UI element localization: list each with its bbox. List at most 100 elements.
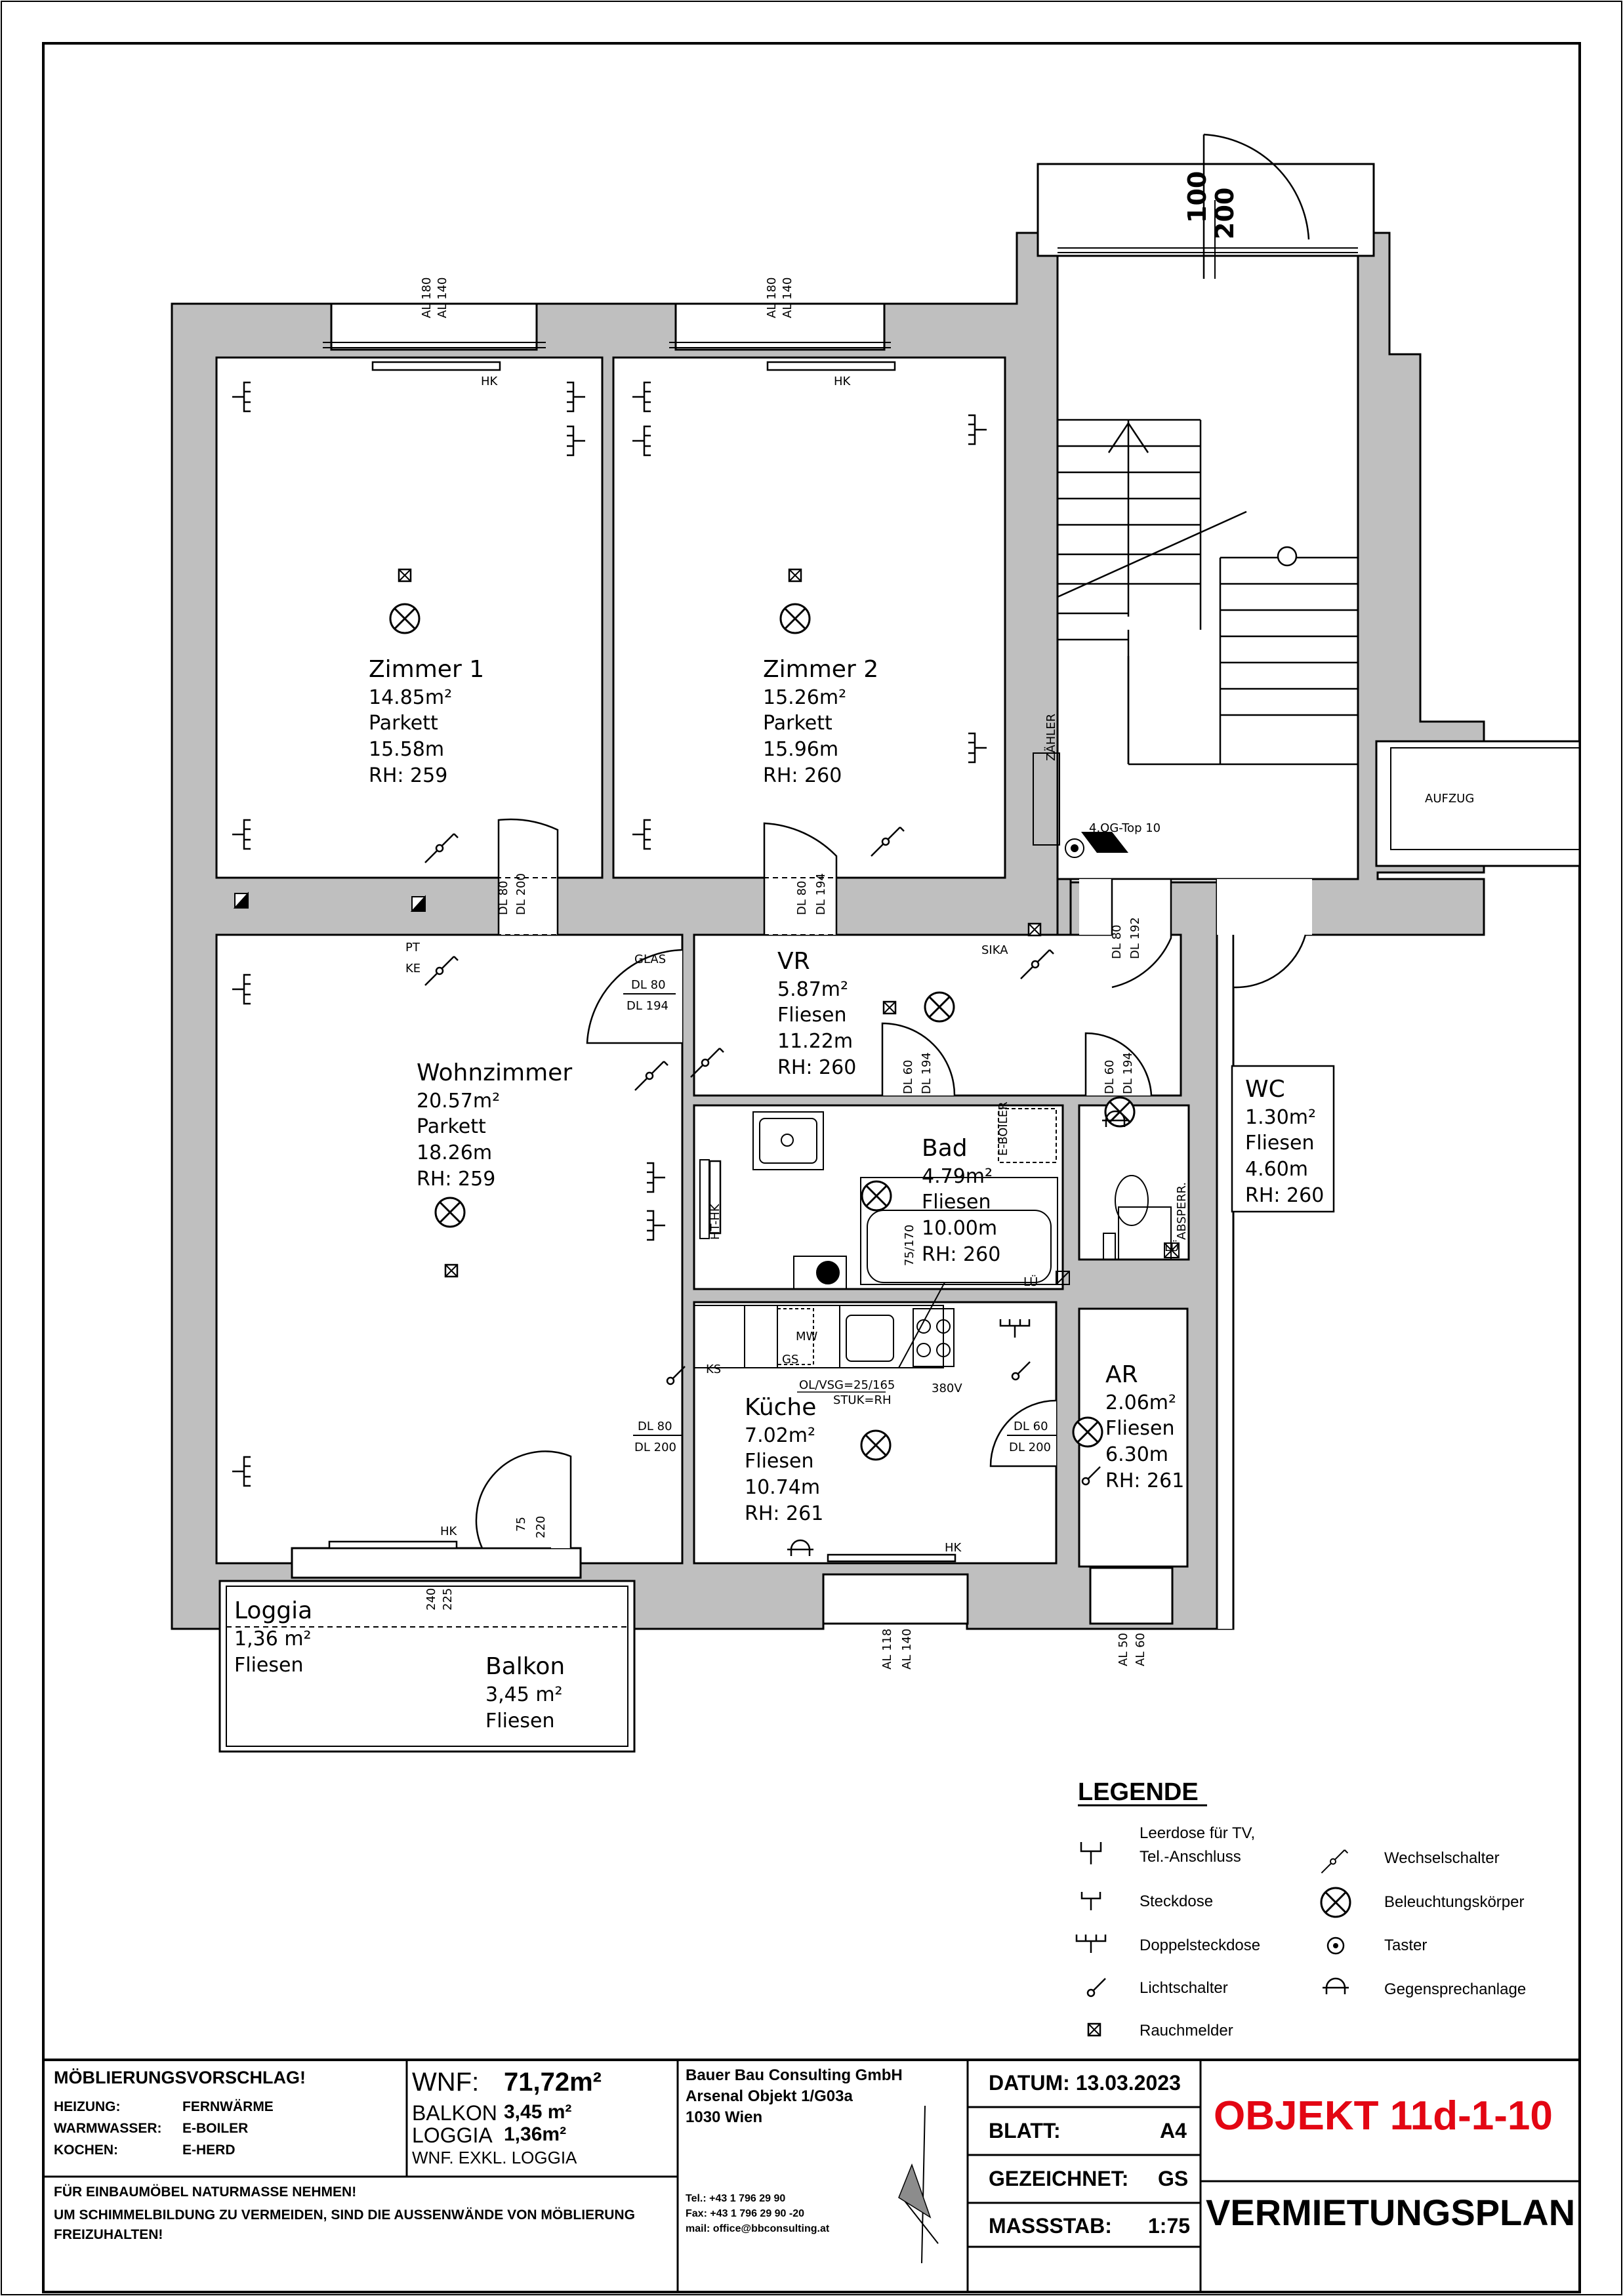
svg-text:DL 194: DL 194 [627,999,668,1013]
socket-icon [1080,1891,1101,1912]
room-balkon: Balkon 3,45 m² Fliesen [485,1653,565,1732]
mail: mail: office@bbconsulting.at [686,2223,830,2234]
svg-text:Fliesen: Fliesen [485,1710,554,1732]
svg-text:Fliesen: Fliesen [922,1191,991,1214]
svg-text:10.00m: 10.00m [922,1217,997,1240]
svg-text:STUK=RH: STUK=RH [833,1393,892,1407]
room-ar: AR 2.06m² Fliesen 6.30m RH: 261 [1105,1361,1184,1492]
svg-text:E-BOILER: E-BOILER [996,1101,1010,1156]
room-kueche: Küche 7.02m² Fliesen 10.74m RH: 261 [745,1394,823,1525]
balkon-value: 3,45 m² [504,2101,572,2123]
svg-text:RH: 259: RH: 259 [369,764,447,787]
warmwater-key: WARMWASSER: [54,2121,162,2136]
svg-text:KS: KS [706,1363,721,1376]
room-wc: WC 1.30m² Fliesen 4.60m RH: 260 [1231,1065,1335,1213]
svg-text:OL/VSG=25/165: OL/VSG=25/165 [799,1378,895,1392]
svg-text:Parkett: Parkett [417,1115,486,1138]
svg-text:Küche: Küche [745,1394,816,1421]
svg-text:KE: KE [405,962,421,975]
plan-type: VERMIETUNGSPLAN [1206,2192,1576,2233]
note-line3: FREIZUHALTEN! [54,2227,163,2242]
svg-text:20.57m²: 20.57m² [417,1090,500,1113]
svg-text:RH: 261: RH: 261 [745,1502,823,1525]
wnf-key: WNF: [412,2068,480,2097]
smoke-detector-icon [1087,2022,1101,2037]
city: 1030 Wien [686,2108,763,2126]
room-zimmer2: Zimmer 2 15.26m² Parkett 15.96m RH: 260 [763,656,878,787]
massstab-key: MASSSTAB: [989,2214,1112,2238]
tel: Tel.: +43 1 796 29 90 [686,2193,786,2204]
svg-text:Fliesen: Fliesen [777,1004,846,1027]
annotations: HK HK HK HK KS GS MW SIKA PT KE GLAS DL … [405,171,1474,1670]
gezeichnet-value: GS [1158,2167,1189,2190]
svg-text:AL 140: AL 140 [900,1629,914,1670]
title-block-grid [43,2059,1580,2292]
blatt-value: A4 [1160,2119,1187,2142]
blatt-key: BLATT: [989,2119,1061,2142]
note-line1: FÜR EINBAUMÖBEL NATURMASSE NEHMEN! [54,2184,357,2200]
push-button-icon [1326,1937,1345,1955]
svg-text:AL 118: AL 118 [880,1629,894,1670]
svg-text:Fliesen: Fliesen [1245,1132,1314,1155]
svg-text:18.26m: 18.26m [417,1141,492,1164]
note-line2: UM SCHIMMELBILDUNG ZU VERMEIDEN, SIND DI… [54,2207,635,2223]
svg-text:DL 80: DL 80 [631,978,666,992]
svg-text:2.06m²: 2.06m² [1105,1391,1176,1414]
svg-text:DL 194: DL 194 [920,1052,934,1094]
svg-text:AUFZUG: AUFZUG [1425,792,1474,806]
svg-text:HK: HK [440,1525,458,1538]
double-socket-icon [1075,1933,1107,1954]
svg-text:15.26m²: 15.26m² [763,686,846,709]
svg-text:ZÄHLER: ZÄHLER [1044,714,1058,761]
svg-text:GS: GS [782,1353,798,1366]
loggia-value: 1,36m² [504,2123,567,2145]
svg-text:Balkon: Balkon [485,1653,565,1680]
svg-text:75: 75 [514,1517,528,1532]
svg-text:GLAS: GLAS [634,953,666,966]
svg-text:4.60m: 4.60m [1245,1158,1308,1181]
svg-text:AR: AR [1105,1361,1138,1388]
svg-text:AL 60: AL 60 [1134,1633,1147,1666]
svg-text:HK: HK [945,1541,962,1555]
svg-text:7.02m²: 7.02m² [745,1424,815,1447]
svg-text:10.74m: 10.74m [745,1476,820,1499]
svg-text:Wohnzimmer: Wohnzimmer [417,1059,572,1086]
svg-text:240: 240 [424,1588,438,1610]
svg-text:Zimmer 2: Zimmer 2 [763,656,878,683]
svg-text:DL 60: DL 60 [1014,1420,1048,1433]
svg-text:15.96m: 15.96m [763,738,838,761]
light-fixture-icon [1320,1887,1351,1918]
balkon-key: BALKON [412,2101,497,2125]
svg-text:LÜ: LÜ [1164,1240,1179,1254]
svg-text:DL 80: DL 80 [1110,924,1124,959]
svg-text:Beleuchtungskörper: Beleuchtungskörper [1384,1893,1524,1911]
svg-text:3,45 m²: 3,45 m² [485,1683,563,1706]
project-name: Arsenal Objekt 1/G03a [686,2087,853,2105]
svg-text:220: 220 [534,1516,548,1538]
svg-text:11.22m: 11.22m [777,1030,853,1053]
svg-text:Parkett: Parkett [763,712,832,735]
svg-text:WC: WC [1245,1076,1285,1103]
svg-text:HT-HK: HT-HK [709,1203,722,1240]
loggia-key: LOGGIA [412,2123,493,2147]
svg-text:AL 140: AL 140 [436,277,449,318]
svg-text:Gegensprechanlage: Gegensprechanlage [1384,1980,1526,1998]
svg-text:DL 200: DL 200 [634,1441,676,1454]
room-wohnzimmer: Wohnzimmer 20.57m² Parkett 18.26m RH: 25… [417,1059,572,1191]
svg-text:1,36 m²: 1,36 m² [234,1628,312,1650]
fax: Fax: +43 1 796 29 90 -20 [686,2208,805,2219]
svg-text:VR: VR [777,948,810,975]
svg-text:HK: HK [481,375,499,388]
svg-text:Bad: Bad [922,1135,968,1162]
wnf-value: 71,72m² [504,2068,602,2097]
object-number: OBJEKT 11d-1-10 [1214,2093,1553,2139]
staircase [1057,419,1358,766]
svg-text:RH: 259: RH: 259 [417,1168,495,1191]
room-vr: VR 5.87m² Fliesen 11.22m RH: 260 [777,948,856,1079]
company-name: Bauer Bau Consulting GmbH [686,2066,903,2084]
room-labels: Zimmer 1 14.85m² Parkett 15.58m RH: 259 … [234,656,1335,1732]
svg-text:14.85m²: 14.85m² [369,686,452,709]
svg-text:5.87m²: 5.87m² [777,978,848,1001]
furnishing-title: MÖBLIERUNGSVORSCHLAG! [54,2068,306,2087]
